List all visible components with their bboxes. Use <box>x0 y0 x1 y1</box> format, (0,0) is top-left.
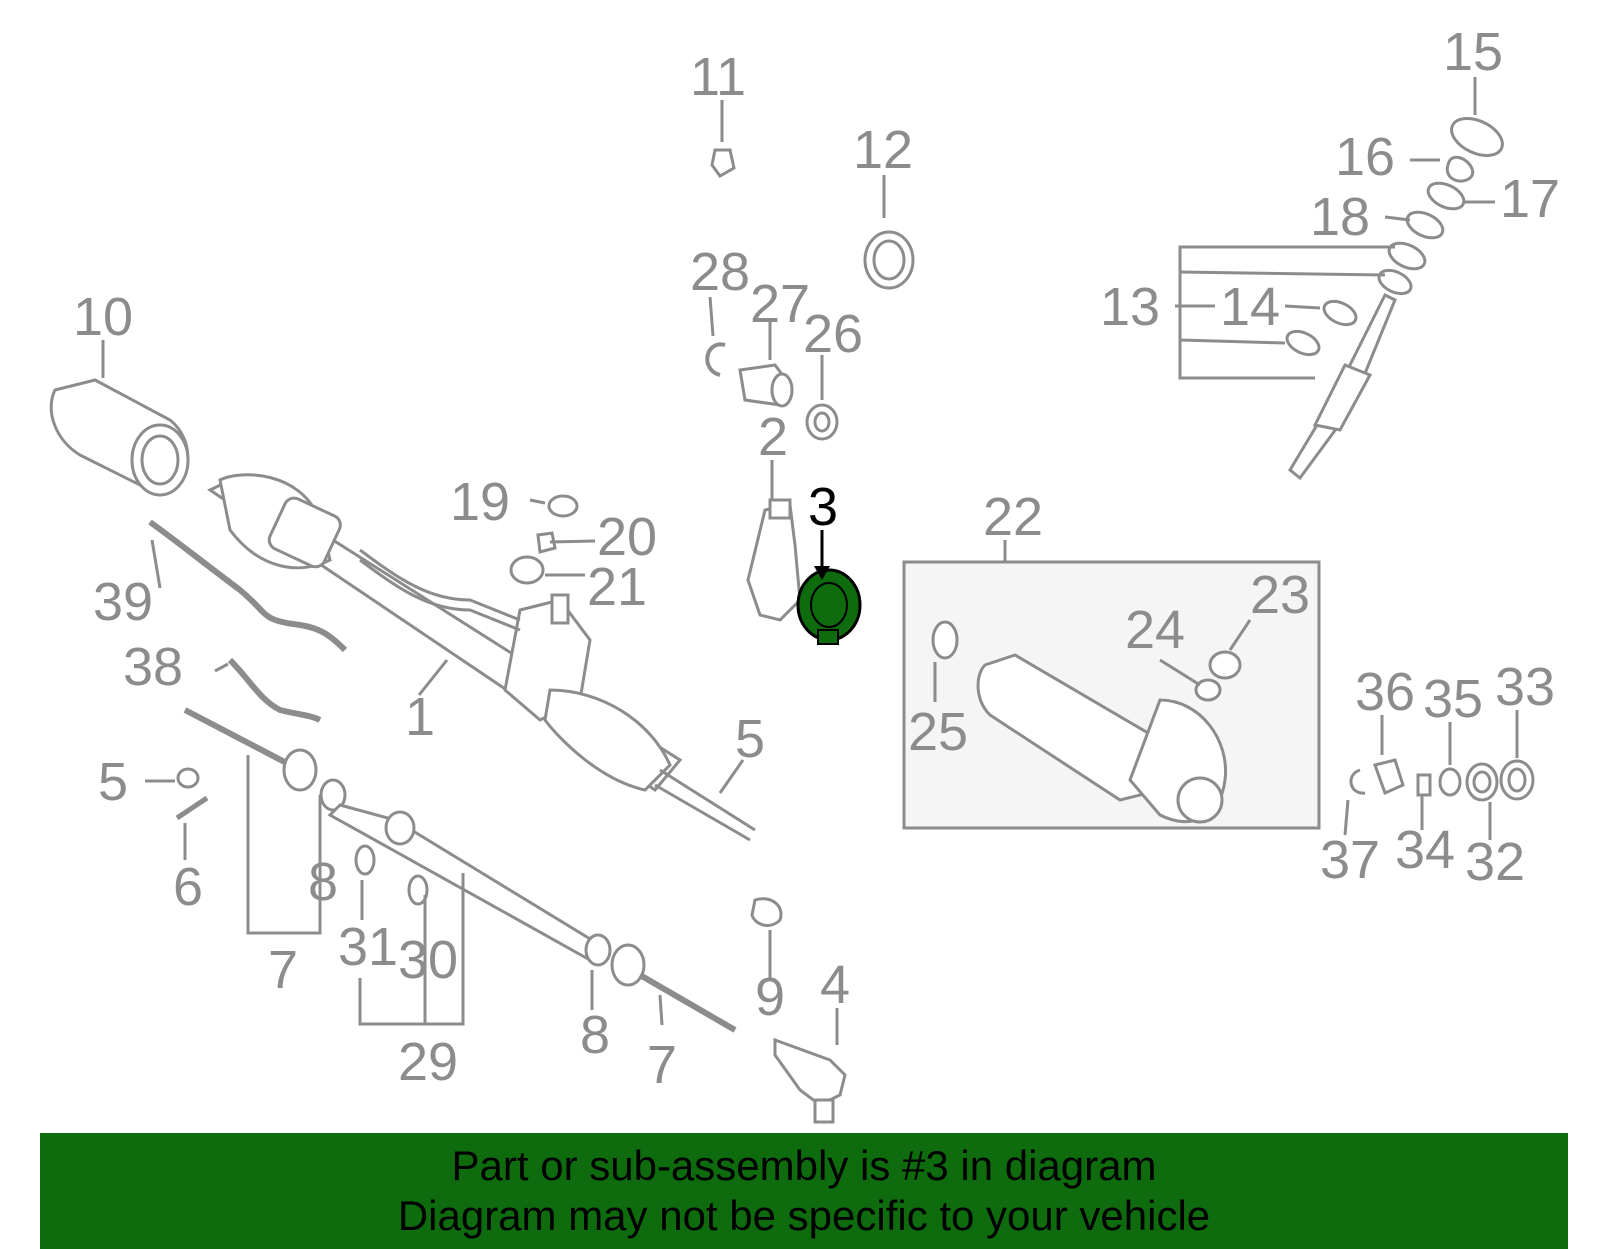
banner-line-disclaimer: Diagram may not be specific to your vehi… <box>397 1192 1211 1239</box>
cap-part-36[interactable] <box>1373 758 1405 796</box>
callout-10[interactable]: 10 <box>73 287 133 347</box>
callout-37[interactable]: 37 <box>1320 830 1380 890</box>
callout-8-right[interactable]: 8 <box>580 1005 610 1065</box>
snap-ring-part-16[interactable] <box>1446 155 1474 183</box>
highlighted-part-3[interactable] <box>796 568 862 645</box>
bellows-part-10[interactable] <box>49 378 190 497</box>
spring-part-34[interactable] <box>1416 773 1432 797</box>
yoke-part-32[interactable] <box>1465 762 1499 802</box>
callout-35[interactable]: 35 <box>1423 669 1483 729</box>
cap-part-19[interactable] <box>547 494 579 518</box>
callout-12[interactable]: 12 <box>853 120 913 180</box>
callout-4[interactable]: 4 <box>820 955 850 1015</box>
housing-part-2[interactable] <box>746 498 802 622</box>
tie-rod-part-7-left[interactable] <box>183 707 318 792</box>
ring-part-18[interactable] <box>1403 207 1447 243</box>
snap-ring-part-28[interactable] <box>705 342 726 377</box>
rack-housing-part-1[interactable] <box>206 473 756 842</box>
cap-part-15[interactable] <box>1446 111 1508 163</box>
callout-11[interactable]: 11 <box>690 47 746 107</box>
callout-8-left[interactable]: 8 <box>308 852 338 912</box>
cover-part-12[interactable] <box>863 230 915 290</box>
callout-6[interactable]: 6 <box>173 857 203 917</box>
callout-3[interactable]: 3 <box>808 477 838 537</box>
ring-part-13c[interactable] <box>1283 327 1322 359</box>
callout-5-right[interactable]: 5 <box>735 709 765 769</box>
callout-20[interactable]: 20 <box>597 507 657 567</box>
cap-part-20[interactable] <box>536 531 557 554</box>
callout-1[interactable]: 1 <box>405 687 435 747</box>
clamp-part-5[interactable] <box>176 767 200 789</box>
seal-part-23[interactable] <box>1208 650 1242 680</box>
nut-part-11[interactable] <box>710 148 736 178</box>
callout-16[interactable]: 16 <box>1335 127 1395 187</box>
callout-25[interactable]: 25 <box>908 702 968 762</box>
callout-28[interactable]: 28 <box>690 242 750 302</box>
callout-17[interactable]: 17 <box>1500 169 1560 229</box>
callout-34[interactable]: 34 <box>1395 820 1455 880</box>
leader-lines <box>101 77 1519 1045</box>
callout-22[interactable]: 22 <box>983 487 1043 547</box>
plug-part-33[interactable] <box>1499 759 1535 801</box>
ring-part-14[interactable] <box>1320 297 1359 329</box>
cap-part-21[interactable] <box>509 555 545 585</box>
callout-39[interactable]: 39 <box>93 572 153 632</box>
callout-21[interactable]: 21 <box>587 557 647 617</box>
pin-part-6[interactable] <box>175 795 209 821</box>
tie-rod-part-7-right[interactable] <box>610 943 737 1033</box>
callout-32[interactable]: 32 <box>1465 832 1525 892</box>
callout-14[interactable]: 14 <box>1220 277 1280 337</box>
callout-23[interactable]: 23 <box>1250 565 1310 625</box>
callout-2[interactable]: 2 <box>758 407 788 467</box>
callout-18[interactable]: 18 <box>1310 187 1370 247</box>
callout-9[interactable]: 9 <box>755 967 785 1027</box>
callout-5-left[interactable]: 5 <box>98 752 128 812</box>
ring-part-17[interactable] <box>1424 178 1468 214</box>
callout-7-left[interactable]: 7 <box>268 940 298 1000</box>
callout-13[interactable]: 13 <box>1100 277 1160 337</box>
o-ring-part-31[interactable] <box>354 844 376 876</box>
callout-30[interactable]: 30 <box>398 930 458 990</box>
ring-part-13b[interactable] <box>1375 266 1414 298</box>
callout-7-right[interactable]: 7 <box>647 1035 677 1095</box>
pipe-part-39[interactable] <box>148 519 348 653</box>
valve-body-part-22[interactable] <box>976 653 1228 824</box>
ring-part-13a[interactable] <box>1385 238 1429 274</box>
ring-part-8-right[interactable] <box>584 933 612 967</box>
callout-24[interactable]: 24 <box>1125 600 1185 660</box>
clip-part-37[interactable] <box>1349 768 1366 795</box>
callout-31[interactable]: 31 <box>338 917 398 977</box>
callout-26[interactable]: 26 <box>803 304 863 364</box>
seal-part-24[interactable] <box>1194 678 1222 702</box>
arrowhead-3 <box>814 566 830 580</box>
o-ring-part-30[interactable] <box>407 874 429 906</box>
callout-36[interactable]: 36 <box>1355 662 1415 722</box>
sleeve-part-27[interactable] <box>738 363 794 408</box>
seal-part-25[interactable] <box>931 620 959 660</box>
info-banner: Part or sub-assembly is #3 in diagram Di… <box>40 1133 1568 1249</box>
callout-33[interactable]: 33 <box>1495 657 1555 717</box>
tie-rod-end-part-4[interactable] <box>773 1037 847 1124</box>
callout-29[interactable]: 29 <box>398 1032 458 1092</box>
callout-19[interactable]: 19 <box>450 472 510 532</box>
seal-part-26[interactable] <box>805 403 839 441</box>
callout-27[interactable]: 27 <box>750 274 810 334</box>
callout-15[interactable]: 15 <box>1443 22 1503 82</box>
guide-part-35[interactable] <box>1438 767 1462 797</box>
boot-part-9[interactable] <box>750 897 783 927</box>
banner-line-part-number: Part or sub-assembly is #3 in diagram <box>451 1142 1157 1189</box>
pinion-shaft-part-13[interactable] <box>1288 292 1397 481</box>
pipe-part-38[interactable] <box>227 657 322 723</box>
callout-38[interactable]: 38 <box>123 637 183 697</box>
